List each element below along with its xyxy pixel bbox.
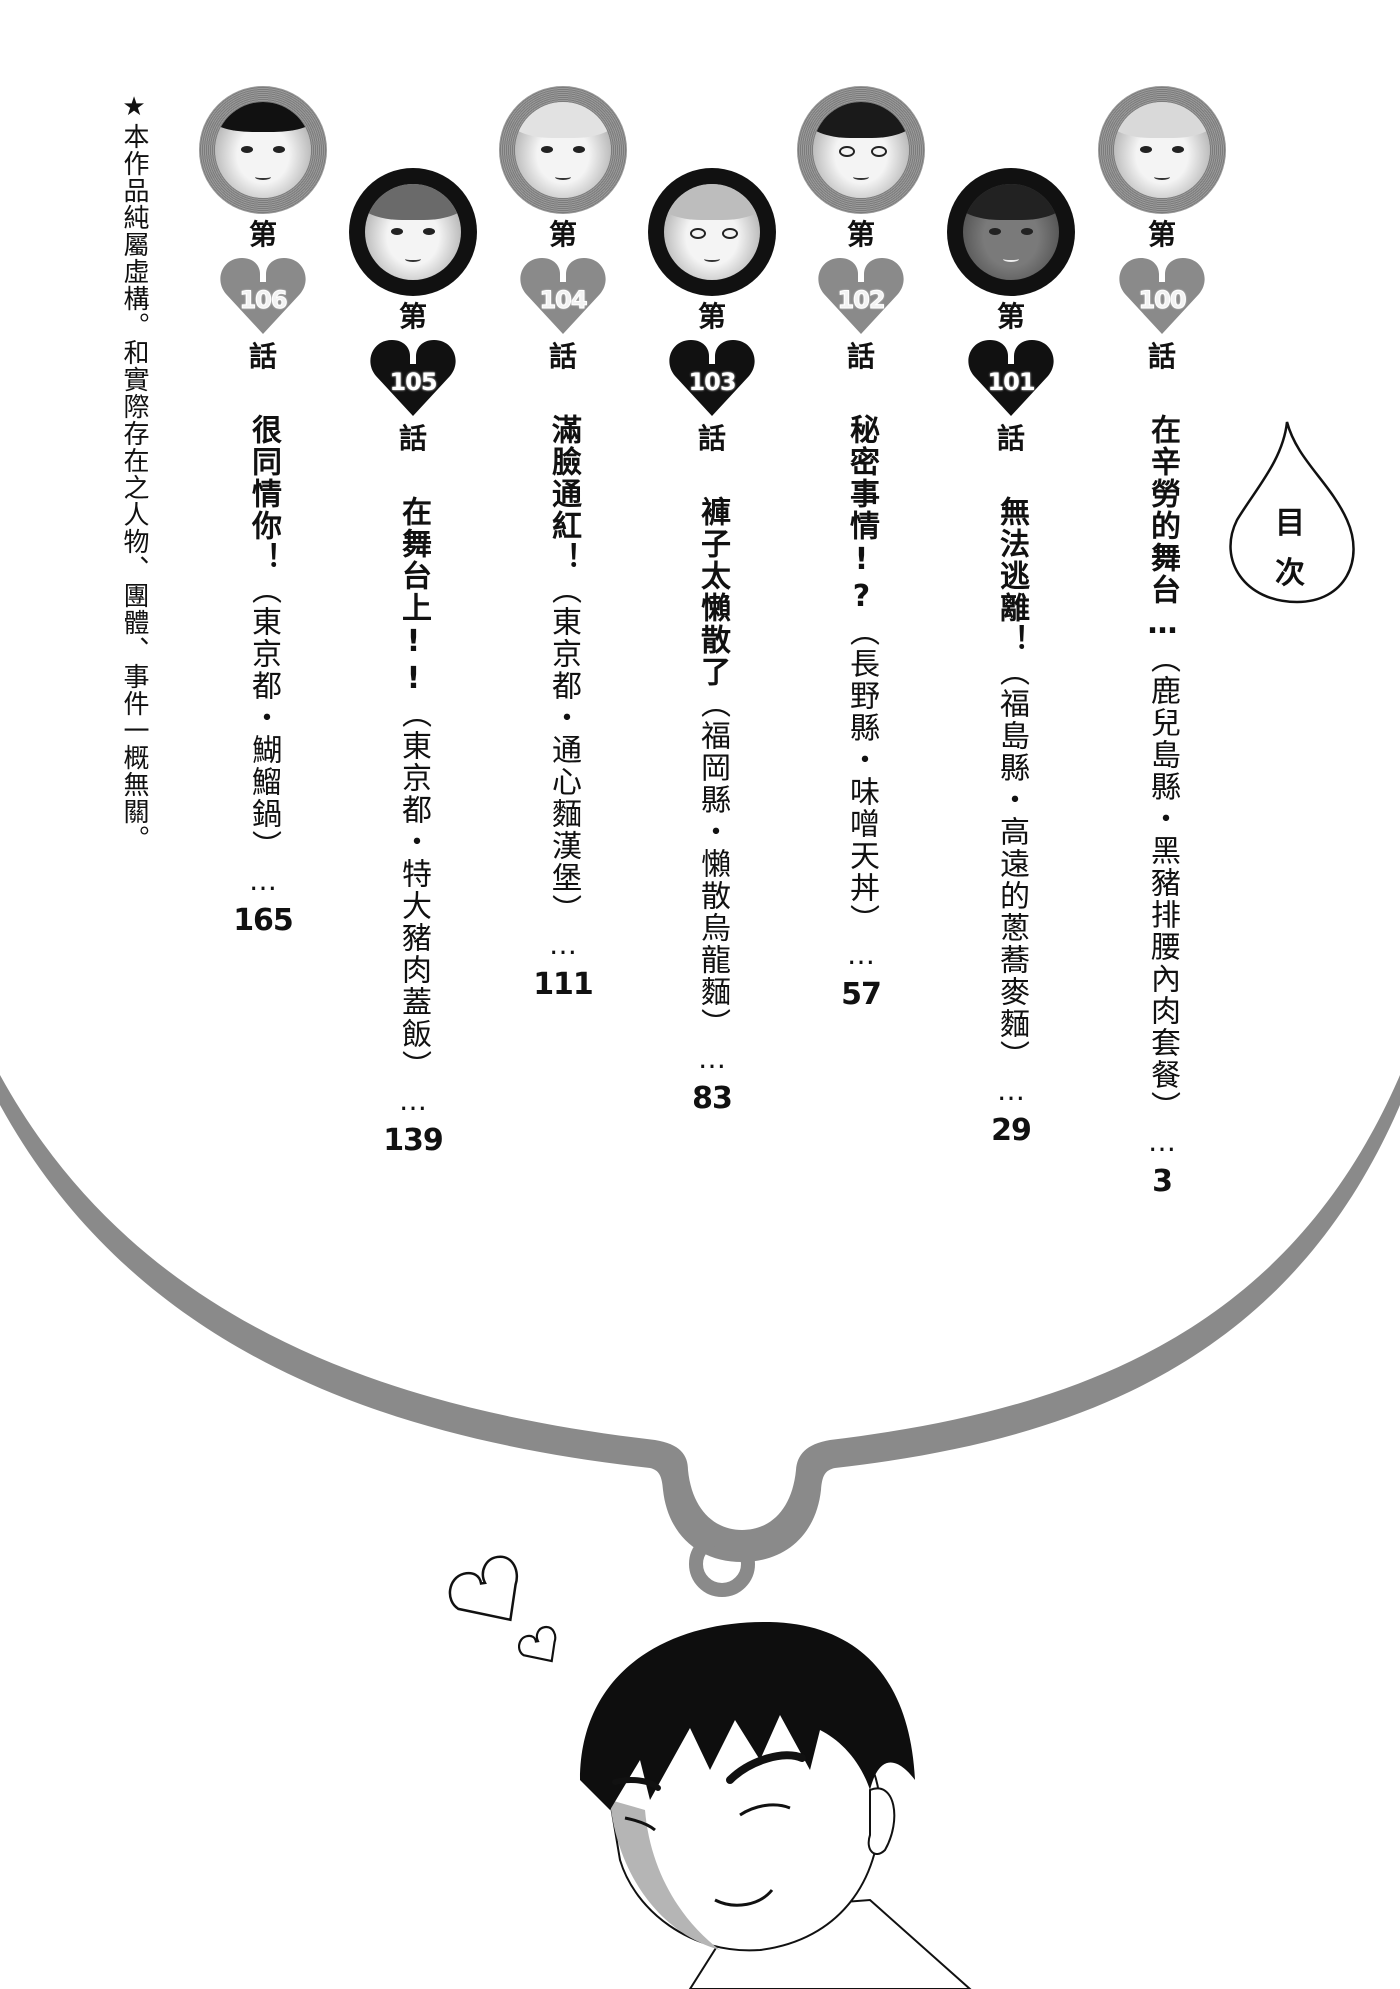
page-number: 29 [991,1113,1032,1148]
chapter-subtitle: （東京都・通心麵漢堡） [546,574,581,926]
chapter-subtitle: （福島縣・高遠的蔥蕎麥麵） [994,656,1029,1072]
chapter-number: 103 [688,368,736,396]
chapter-suffix: 話 [398,422,427,455]
chapter-title: 秘密事情!? [844,414,879,616]
chapter-subtitle: （東京都・特大豬肉蓋飯） [396,698,431,1082]
heart-badge-icon: 103 [667,338,757,418]
chapter-prefix: 第 [1147,218,1176,251]
chapter-suffix: 話 [248,340,277,373]
toc-entry-106[interactable]: 第 106 話 很同情你！ （東京都・鰗鰡鍋） … 165 [199,86,327,938]
leader-dots: … [396,1084,430,1117]
chapter-title: 滿臉通紅！ [546,414,581,574]
chapter-title: 無法逃離！ [994,496,1029,656]
page-number: 111 [533,967,594,1002]
page-number: 57 [841,977,882,1012]
chapter-suffix: 話 [846,340,875,373]
chapter-suffix: 話 [697,422,726,455]
character-portrait-avatar [648,168,776,296]
character-portrait-avatar [947,168,1075,296]
small-outline-heart-icon [518,1626,557,1663]
chapter-number: 101 [987,368,1035,396]
character-portrait-avatar [499,86,627,214]
chapter-number: 104 [539,286,588,315]
chapter-number: 106 [239,286,288,315]
toc-entry-101[interactable]: 第 101 話 無法逃離！ （福島縣・高遠的蔥蕎麥麵） … 29 [947,168,1075,1148]
chapter-number: 100 [1138,286,1187,315]
toc-entry-100[interactable]: 第 100 話 在辛勞的舞台… （鹿兒島縣・黑豬排腰內肉套餐） … 3 [1098,86,1226,1199]
heart-badge-icon: 101 [966,338,1056,418]
chapter-suffix: 話 [1147,340,1176,373]
heart-badge-icon: 100 [1117,256,1207,336]
dreaming-man-illustration [580,1621,972,1989]
character-portrait-avatar [349,168,477,296]
chapter-subtitle: （福岡縣・懶散烏龍麵） [695,688,730,1040]
chapter-suffix: 話 [996,422,1025,455]
leader-dots: … [994,1074,1028,1107]
chapter-prefix: 第 [996,300,1025,333]
character-portrait-avatar [199,86,327,214]
heart-badge-icon: 104 [518,256,608,336]
character-portrait-avatar [1098,86,1226,214]
chapter-title: 在舞台上!! [396,496,431,698]
toc-entry-105[interactable]: 第 105 話 在舞台上!! （東京都・特大豬肉蓋飯） … 139 [349,168,477,1158]
toc-entry-104[interactable]: 第 104 話 滿臉通紅！ （東京都・通心麵漢堡） … 111 [499,86,627,1002]
leader-dots: … [1145,1125,1179,1158]
heart-badge-icon: 105 [368,338,458,418]
chapter-number: 105 [389,368,437,396]
chapter-subtitle: （長野縣・味噌天丼） [844,616,879,936]
leader-dots: … [695,1042,729,1075]
chapter-title: 褲子太懶散了 [695,496,730,688]
heart-badge-icon: 102 [816,256,906,336]
chapter-prefix: 第 [548,218,577,251]
heart-badge-icon: 106 [218,256,308,336]
leader-dots: … [546,928,580,961]
chapter-prefix: 第 [846,218,875,251]
leader-dots: … [246,864,280,897]
chapter-number: 102 [837,286,886,315]
leader-dots: … [844,938,878,971]
chapter-title: 很同情你！ [246,414,281,574]
outline-heart-icon [448,1555,519,1622]
small-thought-bubble [689,1531,755,1597]
chapter-title: 在辛勞的舞台… [1145,414,1180,643]
page-number: 83 [692,1081,733,1116]
page-number: 139 [383,1123,444,1158]
fiction-disclaimer: ★本作品純屬虛構。和實際存在之人物、團體、事件一概無關。 [119,92,149,852]
toc-heading-badge: 目 次 [1225,420,1355,605]
page-number: 3 [1152,1164,1173,1199]
character-portrait-avatar [797,86,925,214]
toc-heading-char-1: 目 [1275,506,1305,541]
chapter-prefix: 第 [398,300,427,333]
page-number: 165 [233,903,294,938]
chapter-subtitle: （鹿兒島縣・黑豬排腰內肉套餐） [1145,643,1180,1123]
toc-entry-102[interactable]: 第 102 話 秘密事情!? （長野縣・味噌天丼） … 57 [797,86,925,1012]
chapter-prefix: 第 [248,218,277,251]
toc-entry-103[interactable]: 第 103 話 褲子太懶散了 （福岡縣・懶散烏龍麵） … 83 [648,168,776,1116]
chapter-suffix: 話 [548,340,577,373]
chapter-subtitle: （東京都・鰗鰡鍋） [246,574,281,862]
toc-heading-char-2: 次 [1275,556,1305,591]
chapter-prefix: 第 [697,300,726,333]
